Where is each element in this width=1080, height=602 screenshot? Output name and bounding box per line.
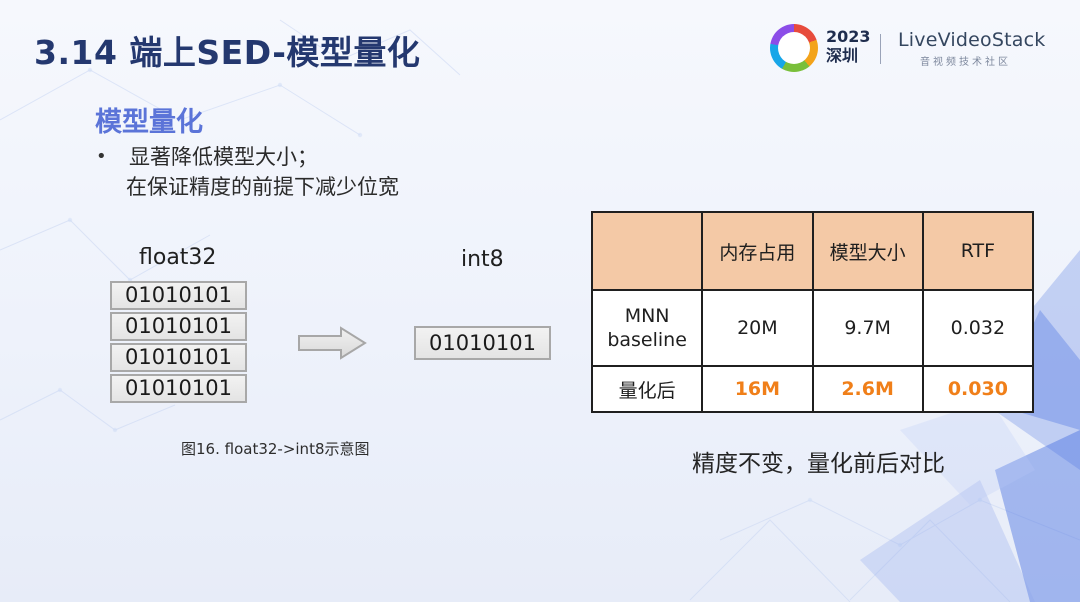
baseline-row-label: MNN baseline [590, 289, 704, 367]
quantization-table: 内存占用 模型大小 RTF MNN baseline 20M 9.7M 0.03… [590, 211, 1035, 413]
quantized-memory-cell: 16M [701, 365, 814, 413]
float32-label: float32 [139, 245, 217, 270]
baseline-model-size-cell: 9.7M [811, 289, 924, 367]
float32-value-3: 01010101 [110, 343, 247, 372]
table-header-rtf: RTF [921, 211, 1035, 291]
table-row: 量化后 16M 2.6M 0.030 [590, 365, 1035, 413]
brand-tagline: 音视频技术社区 [920, 57, 1011, 68]
int8-value: 01010101 [414, 326, 551, 360]
baseline-rtf-cell: 0.032 [921, 289, 1035, 367]
quantized-row-label: 量化后 [590, 365, 704, 413]
conference-ring-logo-icon [770, 24, 818, 72]
logo-city-text: 深圳 [826, 46, 859, 65]
table-row: MNN baseline 20M 9.7M 0.032 [590, 289, 1035, 367]
slide-title: 3.14 端上SED-模型量化 [34, 33, 421, 72]
float32-value-4: 01010101 [110, 374, 247, 403]
float32-stack: 01010101 01010101 01010101 01010101 [110, 281, 247, 403]
bullet-icon: • [96, 146, 107, 167]
baseline-label-line-1: MNN [624, 305, 670, 327]
comparison-note: 精度不变，量化前后对比 [692, 451, 945, 477]
quantized-model-size-cell: 2.6M [811, 365, 924, 413]
logo-year-text: 2023 [826, 27, 871, 46]
conference-logo-area: 2023 深圳 LiveVideoStack 音视频技术社区 [770, 22, 1050, 74]
table-header-row: 内存占用 模型大小 RTF [590, 211, 1035, 291]
baseline-label-line-2: baseline [607, 329, 687, 351]
figure-caption: 图16. float32->int8示意图 [181, 440, 370, 458]
float32-value-1: 01010101 [110, 281, 247, 310]
table-header-memory: 内存占用 [701, 211, 814, 291]
bullet-line-2: 在保证精度的前提下减少位宽 [126, 175, 399, 199]
quantized-rtf-cell: 0.030 [921, 365, 1035, 413]
brand-name: LiveVideoStack [898, 29, 1046, 51]
right-arrow-icon [298, 326, 367, 360]
int8-label: int8 [461, 247, 504, 272]
table-header-model-size: 模型大小 [811, 211, 924, 291]
bullet-line-1: 显著降低模型大小； [129, 145, 318, 169]
table-header-empty [590, 211, 704, 291]
section-title: 模型量化 [95, 107, 203, 138]
baseline-memory-cell: 20M [701, 289, 814, 367]
float32-value-2: 01010101 [110, 312, 247, 341]
quantization-table-wrapper: 内存占用 模型大小 RTF MNN baseline 20M 9.7M 0.03… [590, 211, 1035, 413]
logo-divider [880, 34, 881, 64]
